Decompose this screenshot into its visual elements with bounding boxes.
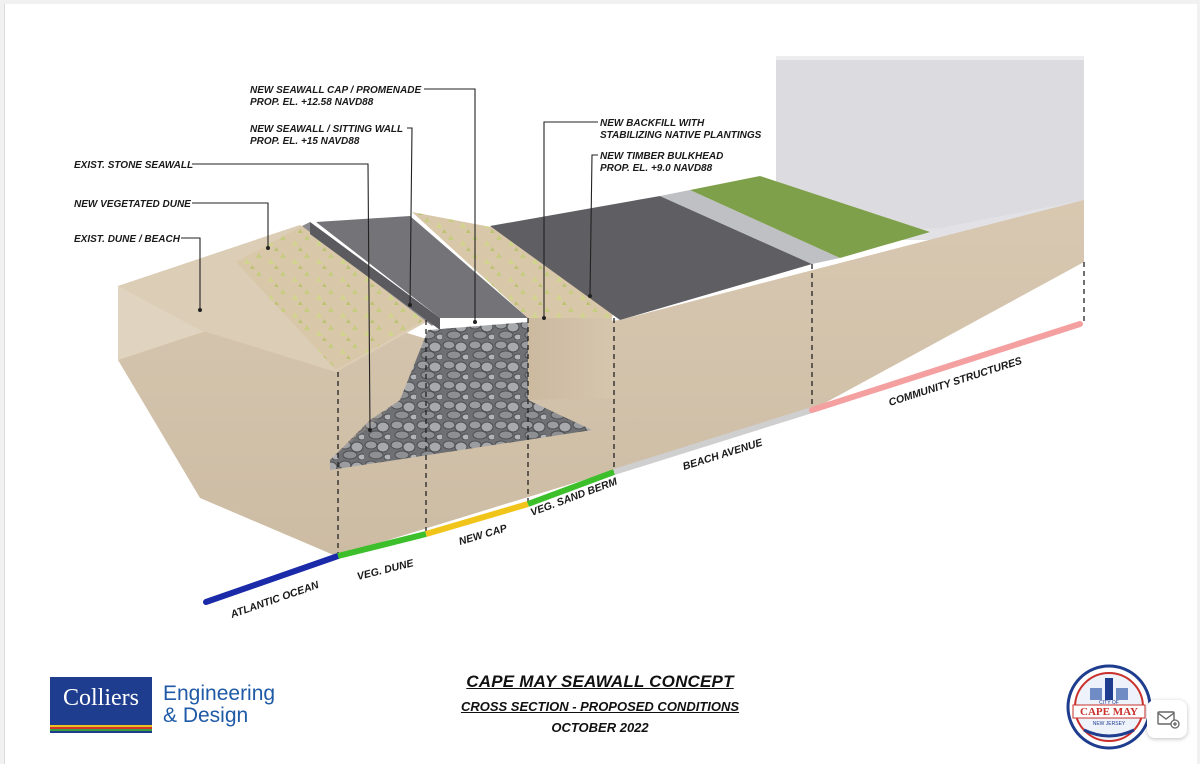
callout-wall-line2: PROP. EL. +15 NAVD88: [250, 136, 360, 147]
title-block: CAPE MAY SEAWALL CONCEPT CROSS SECTION -…: [430, 672, 770, 735]
callout-backfill-line1: NEW BACKFILL WITH: [600, 118, 705, 129]
callout-stone: EXIST. STONE SEAWALL: [74, 160, 193, 171]
band-new-cap: [425, 501, 529, 537]
beach-avenue-road: [490, 176, 930, 320]
band-community-structures: [809, 321, 1083, 413]
mail-share-icon: [1157, 711, 1180, 729]
band-veg-sand-berm: [526, 469, 616, 507]
callout-exist-dune: EXIST. DUNE / BEACH: [74, 234, 181, 245]
band-label-0: ATLANTIC OCEAN: [228, 579, 321, 621]
logo-text-line1: Engineering: [163, 682, 276, 705]
colliers-wordmark: Colliers: [63, 685, 139, 711]
callout-cap-line2: PROP. EL. +12.58 NAVD88: [250, 97, 374, 108]
callout-bulkhead-line2: PROP. EL. +9.0 NAVD88: [600, 163, 713, 174]
band-veg-dune: [337, 531, 427, 559]
logo-stripes: [50, 725, 152, 733]
lighthouse-icon: [1105, 678, 1113, 700]
sand-berm: [412, 212, 616, 400]
band-beach-avenue: [613, 407, 813, 475]
callout-backfill-line2: STABILIZING NATIVE PLANTINGS: [600, 130, 762, 141]
leader-lines: [181, 88, 598, 431]
callout-veg-dune: NEW VEGETATED DUNE: [74, 199, 191, 210]
share-button[interactable]: [1147, 700, 1187, 738]
leader-dots: [198, 246, 592, 432]
band-label-1: VEG. DUNE: [356, 557, 416, 583]
seal-top-text: CITY OF: [1099, 700, 1119, 706]
band-label-2: NEW CAP: [457, 522, 509, 548]
drawing-title: CAPE MAY SEAWALL CONCEPT: [466, 672, 734, 691]
seal-state-text: NEW JERSEY: [1093, 721, 1126, 727]
vegetated-dune: [236, 226, 432, 370]
drawing-subtitle: CROSS SECTION - PROPOSED CONDITIONS: [460, 699, 740, 714]
logo-text-line2: & Design: [163, 704, 249, 727]
building-block: [776, 56, 1084, 240]
callout-wall-line1: NEW SEAWALL / SITTING WALL: [250, 124, 403, 135]
callout-bulkhead-line1: NEW TIMBER BULKHEAD: [600, 151, 723, 162]
band-atlantic-ocean: [203, 553, 341, 605]
callout-cap-line1: NEW SEAWALL CAP / PROMENADE: [250, 85, 421, 96]
drawing-date: OCTOBER 2022: [551, 720, 649, 735]
colliers-logo: Colliers: [50, 677, 152, 733]
seal-name-text: CAPE MAY: [1080, 706, 1138, 718]
dashed-guides: [337, 262, 1085, 556]
logo-text: Engineering & Design: [163, 683, 275, 727]
cape-may-seal: CITY OF CAPE MAY NEW JERSEY: [1066, 664, 1152, 750]
